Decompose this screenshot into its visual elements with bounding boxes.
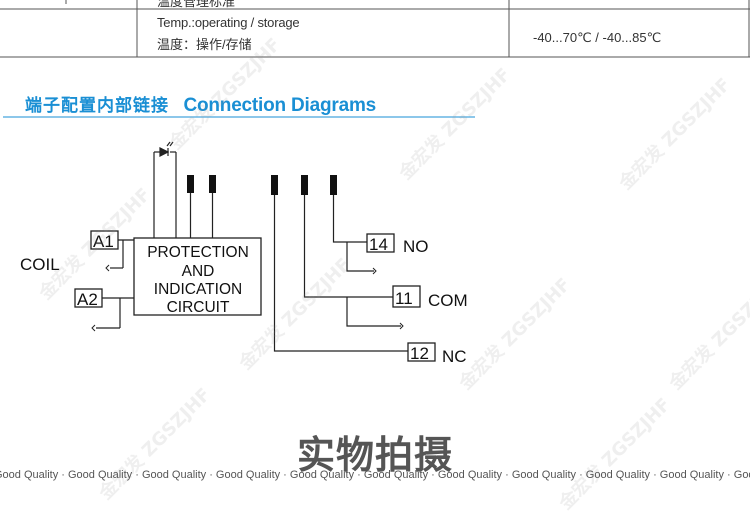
pin-bar-nc bbox=[271, 175, 278, 195]
pin-bar-com bbox=[301, 175, 308, 195]
terminal-14-box bbox=[366, 233, 395, 253]
box-line-4: CIRCUIT bbox=[167, 299, 230, 316]
box-line-3: INDICATION bbox=[154, 281, 242, 298]
terminal-12-label: 12 bbox=[410, 344, 429, 363]
terminal-12-box bbox=[407, 342, 436, 362]
wire-to-14 bbox=[332, 195, 367, 243]
temp-param-label-en: Temp.:operating / storage bbox=[157, 15, 300, 30]
led-indicator-icon bbox=[153, 141, 177, 238]
pin-bar-2 bbox=[209, 175, 216, 193]
section-heading: 端子配置内部链接 Connection Diagrams bbox=[25, 91, 376, 117]
terminal-11-label: 11 bbox=[395, 289, 413, 308]
spec-table-grid bbox=[0, 0, 750, 58]
branch-14-arrow bbox=[372, 267, 377, 275]
quality-banner-strip: Good Quality · Good Quality · Good Quali… bbox=[0, 469, 750, 481]
temp-param-value: -40...70℃ / -40...85℃ bbox=[533, 30, 662, 45]
pin-bar-no bbox=[330, 175, 337, 195]
terminal-14-label: 14 bbox=[369, 235, 388, 254]
wire-to-11 bbox=[303, 195, 393, 298]
protection-circuit-box bbox=[133, 237, 262, 316]
terminal-11-box bbox=[392, 285, 421, 308]
terminal-12-name: NC bbox=[442, 347, 467, 366]
coil-label: COIL bbox=[20, 255, 60, 274]
box-line-2: AND bbox=[182, 263, 215, 280]
terminal-11-name: COM bbox=[428, 291, 468, 310]
box-line-1: PROTECTION bbox=[147, 244, 249, 261]
section-title-cn: 端子配置内部链接 bbox=[25, 96, 169, 115]
temp-param-label-cn: 温度：操作/存储 bbox=[157, 37, 252, 52]
wire-to-12 bbox=[273, 195, 408, 352]
spec-row-cut-text: 温度管理标准 bbox=[157, 0, 236, 9]
connection-diagram: PROTECTION AND INDICATION CIRCUIT COIL A… bbox=[3, 116, 475, 366]
branch-11 bbox=[346, 297, 401, 327]
terminal-a1-label: A1 bbox=[93, 232, 114, 251]
branch-11-arrow bbox=[399, 322, 404, 330]
terminal-14-name: NO bbox=[403, 237, 429, 256]
section-title-en: Connection Diagrams bbox=[183, 95, 377, 116]
photo-section-title: 实物拍摄 bbox=[296, 433, 453, 477]
a1-branch-arrow bbox=[105, 264, 110, 272]
terminal-a2-label: A2 bbox=[77, 290, 98, 309]
pin-bar-1 bbox=[187, 175, 194, 193]
branch-14 bbox=[346, 242, 374, 272]
a2-branch-arrow bbox=[91, 324, 96, 332]
spec-table: 温度管理标准 Temp.:operating / storage 温度：操作/存… bbox=[0, 0, 750, 58]
